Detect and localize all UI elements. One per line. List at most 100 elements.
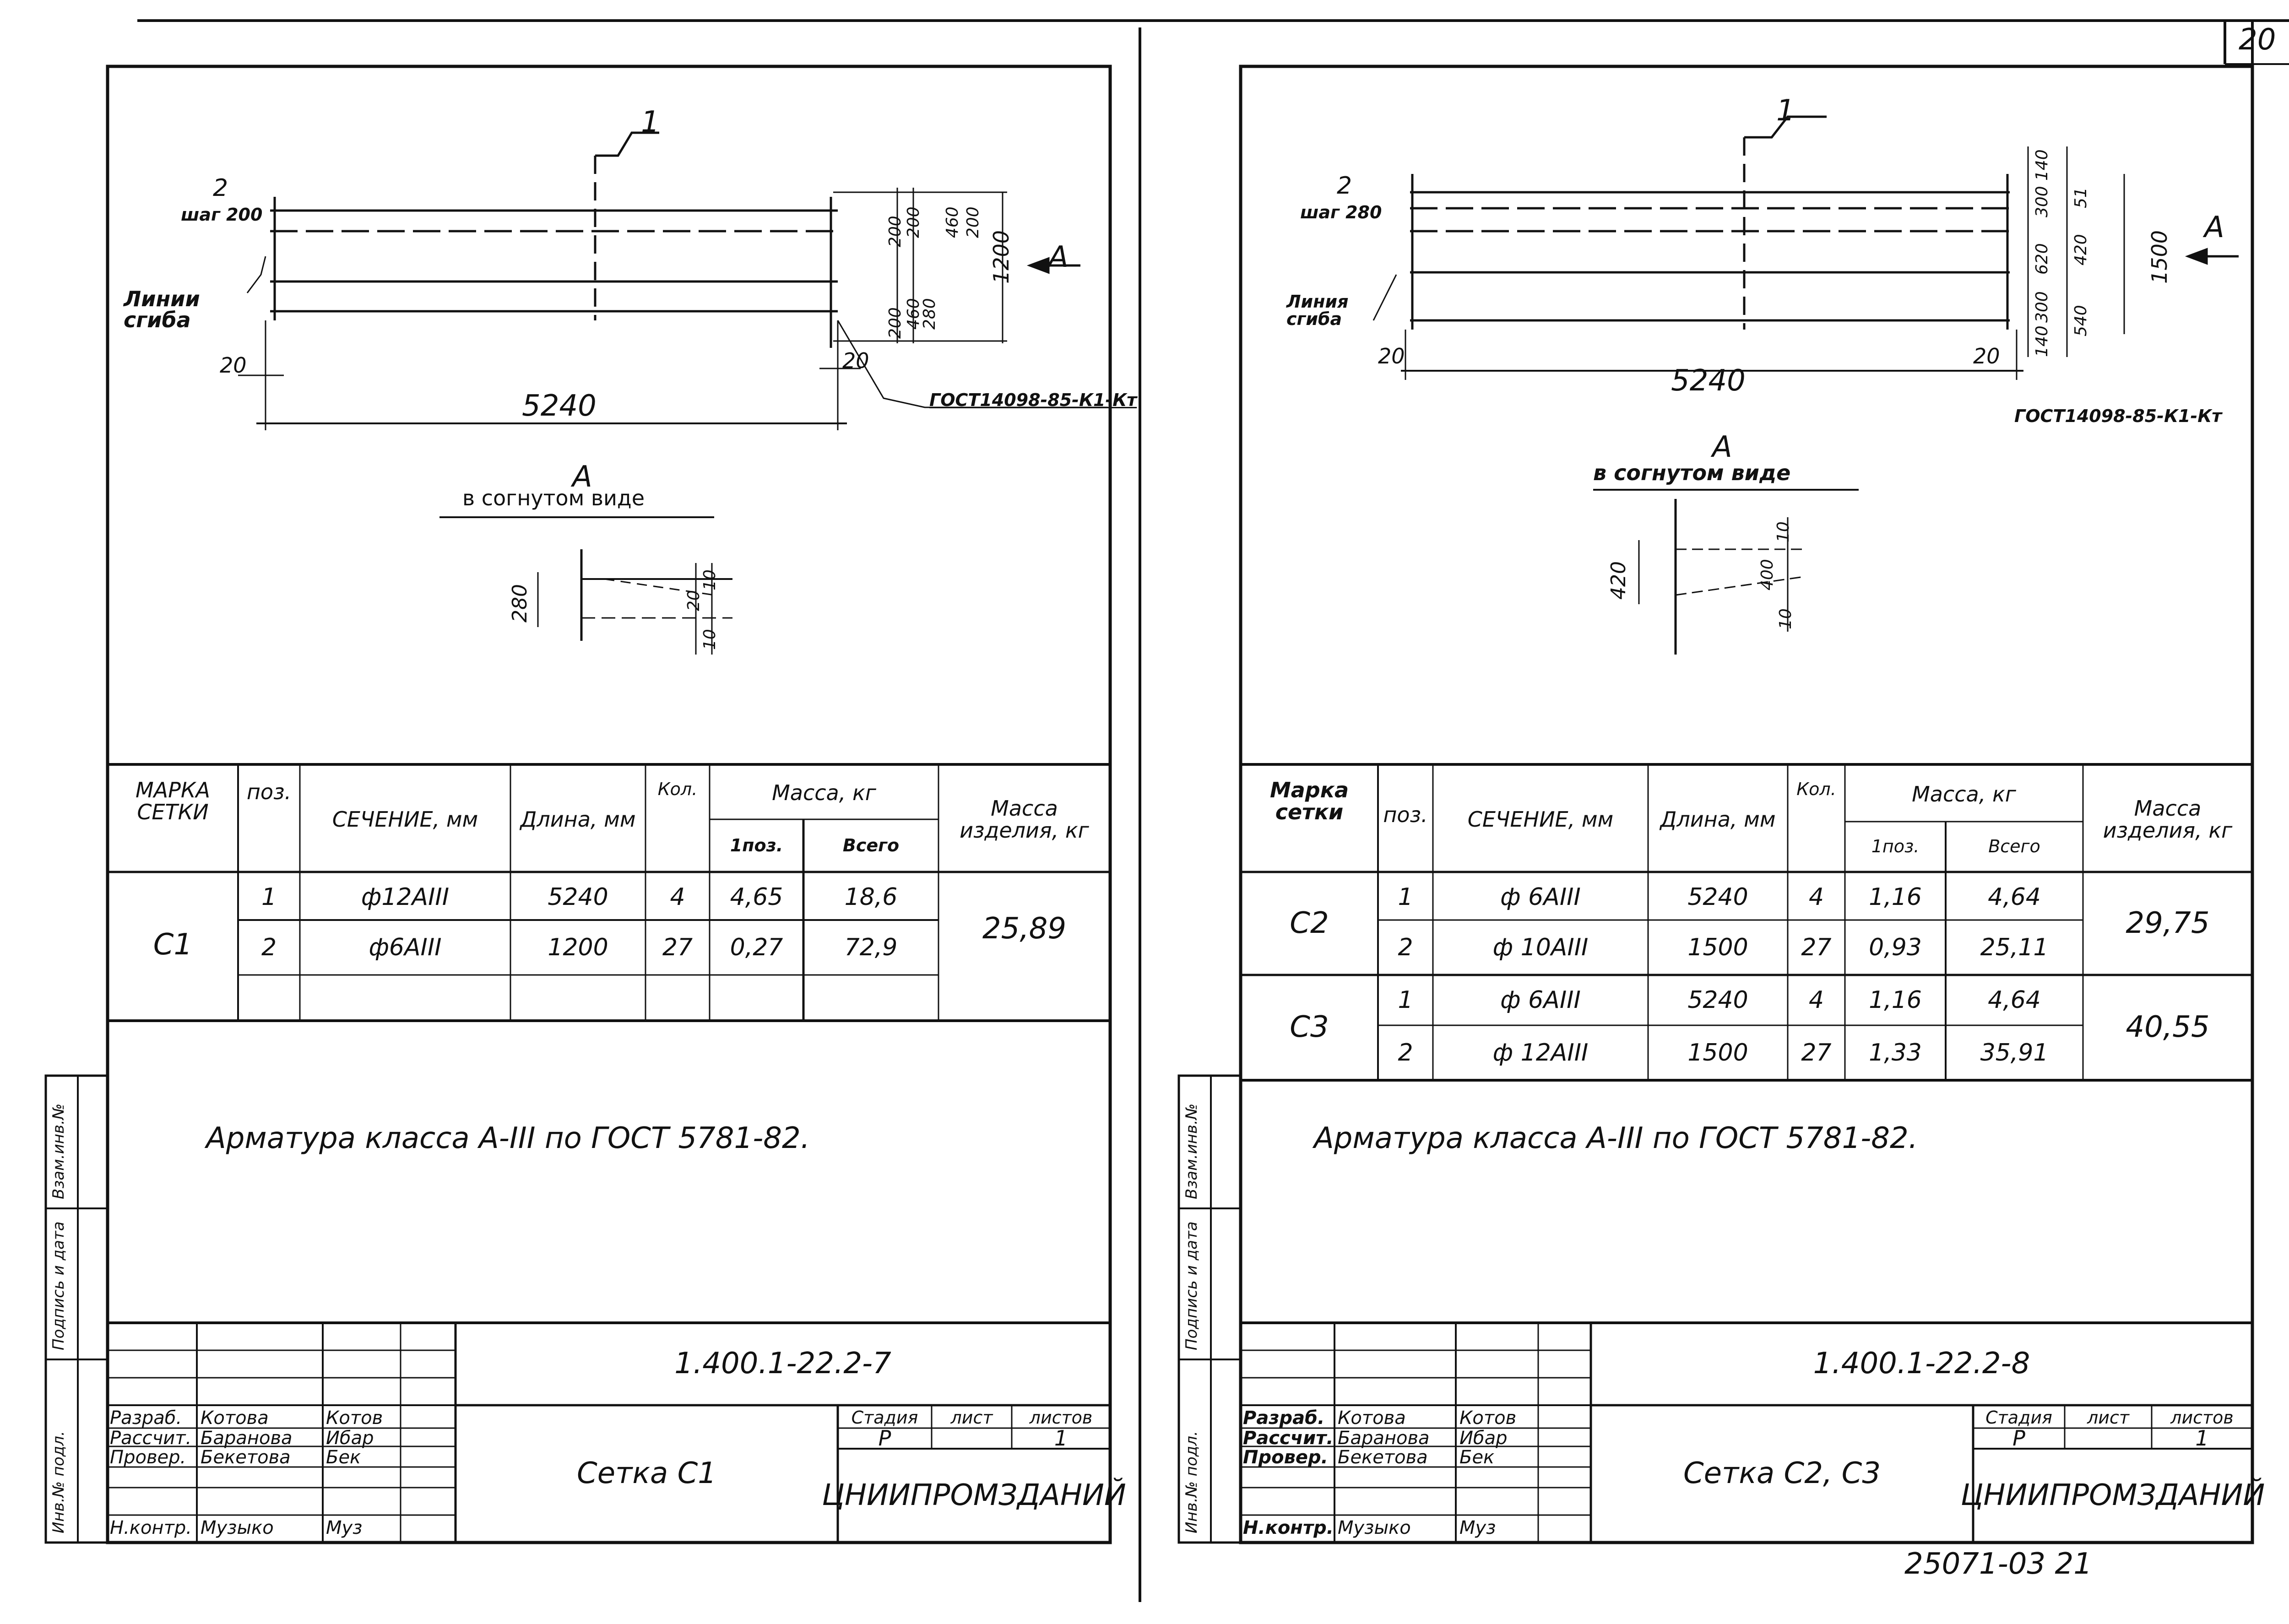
left-stamp-sign-1: Котов (326, 1407, 383, 1429)
right-r2-all: 25,11 (1980, 933, 2049, 961)
right-r4-all: 35,91 (1980, 1039, 2049, 1066)
right-r2-length: 1500 (1687, 933, 1748, 961)
right-r4-pos: 2 (1398, 1039, 1413, 1066)
left-row1-length: 5240 (548, 883, 608, 911)
left-row-item-mass: 25,89 (982, 912, 1067, 946)
right-stamp-sheet-label: лист (2087, 1407, 2129, 1428)
left-th-section: СЕЧЕНИЕ, мм (332, 807, 478, 832)
left-row2-all: 72,9 (844, 933, 898, 961)
right-r2-section: ф 10АIII (1492, 933, 1589, 961)
right-th-mass-item: Масса изделия, кг (2103, 796, 2233, 843)
right-row-mark-c3: С3 (1290, 1010, 1329, 1045)
left-dim-20: 20 (220, 353, 247, 378)
right-r3-one: 1,16 (1869, 986, 1922, 1014)
right-stamp-title: Сетка С2, С3 (1683, 1456, 1881, 1491)
left-th-pos: поз. (246, 779, 292, 804)
right-r1-one: 1,16 (1869, 883, 1922, 911)
left-stamp-sign-3: Бек (326, 1447, 361, 1468)
right-stamp-stage-label: Стадия (1985, 1407, 2052, 1428)
left-stamp-sign-5: Муз (326, 1517, 363, 1538)
left-stamp-stage-label: Стадия (851, 1407, 918, 1428)
left-row1-one: 4,65 (730, 883, 783, 911)
right-r1-pos: 1 (1398, 883, 1413, 911)
left-row2-length: 1200 (548, 933, 608, 961)
left-row2-section: ф6АIII (369, 933, 442, 961)
left-view-subtitle: в согнутом виде (462, 486, 645, 510)
right-r3-length: 5240 (1687, 986, 1748, 1014)
right-pos1-mark: 1 (1776, 94, 1795, 128)
right-view-subtitle: в согнутом виде (1593, 460, 1791, 485)
right-bend-label: Линия сгиба (1286, 292, 1349, 329)
left-stamp-role-2: Рассчит. (110, 1428, 192, 1449)
left-stamp-org: ЦНИИПРОМЗДАНИЙ (822, 1478, 1126, 1512)
right-row-mark-c2: С2 (1290, 906, 1329, 940)
right-row-item-c3: 40,55 (2126, 1010, 2210, 1045)
right-pos2-mark: 2 (1337, 172, 1352, 200)
right-dim-20-right: 20 (1973, 344, 2000, 368)
right-r4-length: 1500 (1687, 1039, 1748, 1066)
right-stamp-sheets: 1 (2195, 1426, 2209, 1451)
left-length-dim: 5240 (522, 389, 597, 423)
right-stamp-sign-1: Котов (1459, 1407, 1517, 1429)
left-row-mark: С1 (153, 928, 193, 962)
right-stamp-role-5: Н.контр. (1243, 1517, 1334, 1538)
right-length-dim: 5240 (1671, 364, 1746, 398)
right-stamp-stage: Р (2012, 1426, 2025, 1451)
left-stamp-name-1: Котова (201, 1407, 269, 1429)
right-th-qty: Кол. (1796, 779, 1836, 800)
left-th-mass-one: 1поз. (730, 835, 783, 855)
right-stamp-name-2: Баранова (1338, 1428, 1430, 1449)
left-stamp-name-2: Баранова (201, 1428, 293, 1449)
left-th-mass: Масса, кг (772, 780, 876, 806)
right-step-label: шаг 280 (1300, 202, 1382, 222)
right-stamp-code: 1.400.1-22.2-8 (1813, 1347, 2030, 1381)
left-stamp-name-5: Музыко (201, 1517, 274, 1538)
left-view-title: А (572, 460, 592, 494)
right-stamp-sign-3: Бек (1459, 1447, 1495, 1468)
right-stamp-sign-2: Ибар (1459, 1428, 1508, 1449)
bottom-code: 25071-03 21 (1904, 1547, 2092, 1581)
left-stamp-sign-2: Ибар (326, 1428, 374, 1449)
left-row2-one: 0,27 (730, 933, 783, 961)
right-stamp-sign-5: Муз (1459, 1517, 1496, 1538)
left-row1-qty: 4 (670, 883, 685, 911)
left-row1-pos: 1 (261, 883, 277, 911)
right-view-title: А (1712, 430, 1732, 464)
left-stamp-sheets-label: листов (1029, 1407, 1093, 1428)
right-r3-qty: 4 (1808, 986, 1824, 1014)
left-th-qty: Кол. (657, 779, 698, 800)
right-stamp-name-1: Котова (1338, 1407, 1406, 1429)
right-r3-section: ф 6АIII (1500, 986, 1581, 1014)
right-stamp-role-2: Рассчит. (1243, 1428, 1334, 1449)
left-stamp-role-1: Разраб. (110, 1407, 182, 1429)
right-r4-qty: 27 (1801, 1039, 1832, 1066)
left-stamp-code: 1.400.1-22.2-7 (674, 1347, 891, 1381)
right-th-length: Длина, мм (1660, 807, 1776, 832)
left-view-arrow-mark: А (1048, 240, 1069, 274)
right-r1-section: ф 6АIII (1500, 883, 1581, 911)
right-r2-pos: 2 (1398, 933, 1413, 961)
left-dim-20-right: 20 (842, 348, 869, 373)
left-stamp-stage: Р (878, 1426, 891, 1451)
right-th-section: СЕЧЕНИЕ, мм (1467, 807, 1614, 832)
right-r2-one: 0,93 (1869, 933, 1922, 961)
left-th-mass-all: Всего (842, 835, 900, 855)
right-th-mass: Масса, кг (1912, 781, 2016, 807)
right-stamp-name-5: Музыко (1338, 1517, 1411, 1538)
left-step-label: шаг 200 (181, 205, 263, 225)
right-th-mass-one: 1поз. (1871, 836, 1920, 857)
left-stamp-role-5: Н.контр. (110, 1517, 192, 1538)
left-bend-label: Линии сгиба (124, 287, 200, 332)
left-stamp-name-3: Бекетова (201, 1447, 291, 1468)
left-stamp-title: Сетка С1 (577, 1456, 716, 1491)
right-gost-label: ГОСТ14098-85-К1-Кт (2014, 406, 2222, 426)
left-pos2-mark: 2 (213, 174, 228, 202)
right-r2-qty: 27 (1801, 933, 1832, 961)
left-stamp-sheet-label: лист (950, 1407, 993, 1428)
